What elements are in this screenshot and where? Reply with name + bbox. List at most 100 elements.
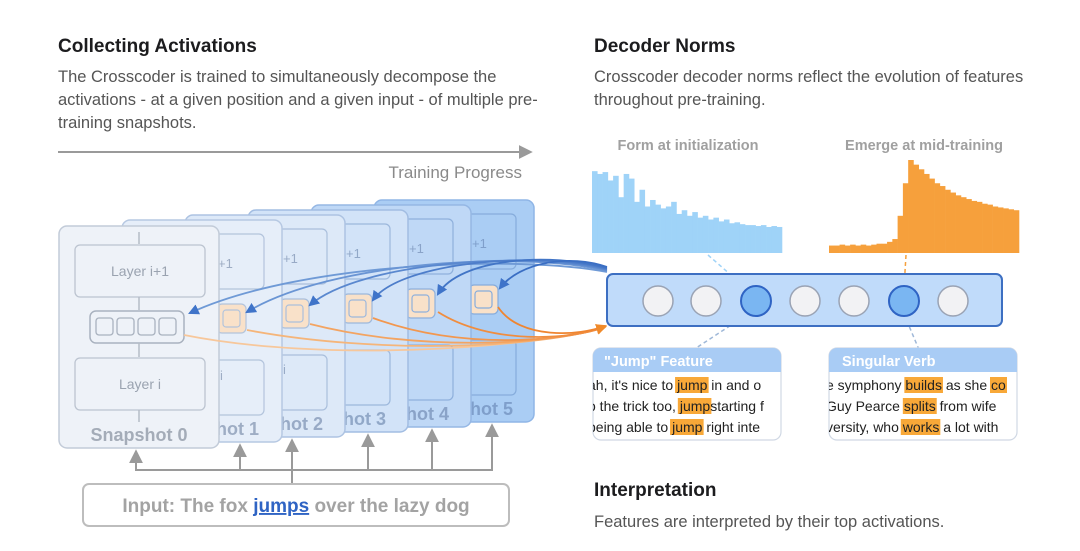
encoder-arrows [183,306,608,352]
hist-right-bar-5 [855,245,861,253]
hist-right-bar-18 [924,173,930,253]
hist-left-bar-3 [607,180,614,253]
input-sentence: Input: The fox jumps over the lazy dog [122,496,469,517]
feature-node-1 [642,285,674,317]
hist-right-bar-28 [976,201,983,253]
connector-right-hist [903,254,907,289]
hist-left-bar-7 [628,178,635,253]
hist-right-bar-0 [829,245,835,253]
snapshot-1-layer-bottom: i [220,368,223,383]
hist-right-bar-27 [971,200,978,253]
hist-right-label: Emerge at mid-training [845,138,1003,154]
snapshot-card-0: Layer i+1 Layer i Snapshot 0 [58,225,220,449]
highlight-background [675,377,709,393]
highlight-background [670,419,704,435]
hist-left-bar-24 [718,221,725,253]
snapshot-0-label: Snapshot 0 [90,425,187,445]
hist-right-bar-26 [966,199,972,253]
input-box [82,483,510,527]
hist-left-bars [592,171,783,253]
hist-left-bar-9 [639,189,646,253]
hist-left-bar-22 [708,219,714,253]
feature-card-singular-verb: Singular Verb e symphony builds as she c… [826,347,1018,441]
feature-verb-line-3: versity, who works a lot with [826,419,998,435]
training-progress-label: Training Progress [388,163,522,182]
input-prefix: Input: The fox [122,496,253,517]
feature-verb-line-2: Guy Pearce splits from wife [826,398,997,414]
hist-left-bar-14 [665,206,672,253]
hist-left-bar-30 [750,225,756,253]
snapshot-1-layer-top: +1 [218,256,233,271]
hist-right-bar-6 [860,244,867,253]
hist-right-bar-14 [902,183,909,253]
hist-right-bar-30 [987,204,993,253]
feature-card-jump: "Jump" Feature ah, it's nice to jump in … [588,347,782,441]
hist-left-bar-23 [713,217,719,253]
interpretation-title: Interpretation [594,480,717,501]
hist-left-bar-16 [676,213,683,253]
snapshot-3-label: hot 3 [343,409,386,429]
hist-left-bar-12 [655,204,661,253]
decoder-norms-title: Decoder Norms [594,36,736,57]
collecting-activations-description: The Crosscoder is trained to simultaneou… [58,68,538,132]
input-suffix: over the lazy dog [309,496,469,517]
feature-node-5 [838,285,870,317]
layer-top-label: Layer i+1 [111,263,169,279]
snapshot-3-layer-top: +1 [346,246,361,261]
hist-left-bar-25 [723,219,730,253]
hist-right-bar-13 [897,215,904,253]
highlight-token: jump [671,419,703,435]
hist-right-bar-22 [945,189,951,253]
hist-right-bar-21 [939,186,946,253]
hist-left-bar-15 [671,201,677,253]
feature-jump-line-3: being able to jump right inte [588,419,760,435]
hist-left-bar-4 [613,175,619,253]
hist-left-label: Form at initialization [618,138,759,154]
hist-right-bar-29 [982,203,988,253]
hist-right-bar-7 [865,245,872,253]
hist-right-bar-1 [834,245,840,253]
hist-right-bar-35 [1013,210,1020,253]
snapshot-4-label: hot 4 [406,404,449,424]
hist-right-bar-20 [934,183,941,253]
connector-left-card [689,313,749,353]
hist-right-bar-33 [1003,208,1009,253]
highlight-token: jump [679,398,711,414]
hist-left-bar-21 [702,215,709,253]
hist-right-bar-24 [955,195,962,253]
hist-right-bar-31 [992,206,999,253]
highlight-token: splits [904,398,936,414]
hist-left-bar-0 [592,171,598,253]
input-arrows [129,423,499,484]
feature-card-jump-title: "Jump" Feature [604,354,713,370]
layer-bottom-label: Layer i [119,376,161,392]
hist-left-bar-31 [755,226,762,253]
hist-right-bar-17 [918,169,925,253]
hist-left-bar-32 [760,225,767,253]
collecting-activations-title: Collecting Activations [58,36,257,57]
feature-node-jump [740,285,772,317]
hist-left-bar-1 [597,173,603,253]
feature-node-2 [690,285,722,317]
hist-right-bar-16 [913,164,920,253]
feature-card-singular-verb-title: Singular Verb [842,354,936,370]
feature-node-singular-verb [888,285,920,317]
feature-jump-line-2: o the trick too, jumpstarting f [588,398,764,414]
hist-left-bar-27 [734,222,741,253]
hist-right-bar-2 [839,244,846,253]
highlight-token: jump [676,377,708,393]
hist-left-bar-26 [729,223,735,253]
highlight-background [904,377,943,393]
highlight-background [902,398,937,414]
hist-left-bar-8 [634,201,640,253]
snapshot-1-label: hot 1 [216,419,259,439]
hist-left-bar-13 [660,208,667,253]
hist-left-bar-34 [771,226,778,253]
hist-right-bar-34 [1008,209,1015,253]
highlight-background [900,419,941,435]
interpretation-description: Features are interpreted by their top ac… [594,513,945,531]
hist-right-bar-25 [960,197,967,253]
snapshot-2-layer-bottom: i [283,362,286,377]
highlight-token: works [902,419,940,435]
